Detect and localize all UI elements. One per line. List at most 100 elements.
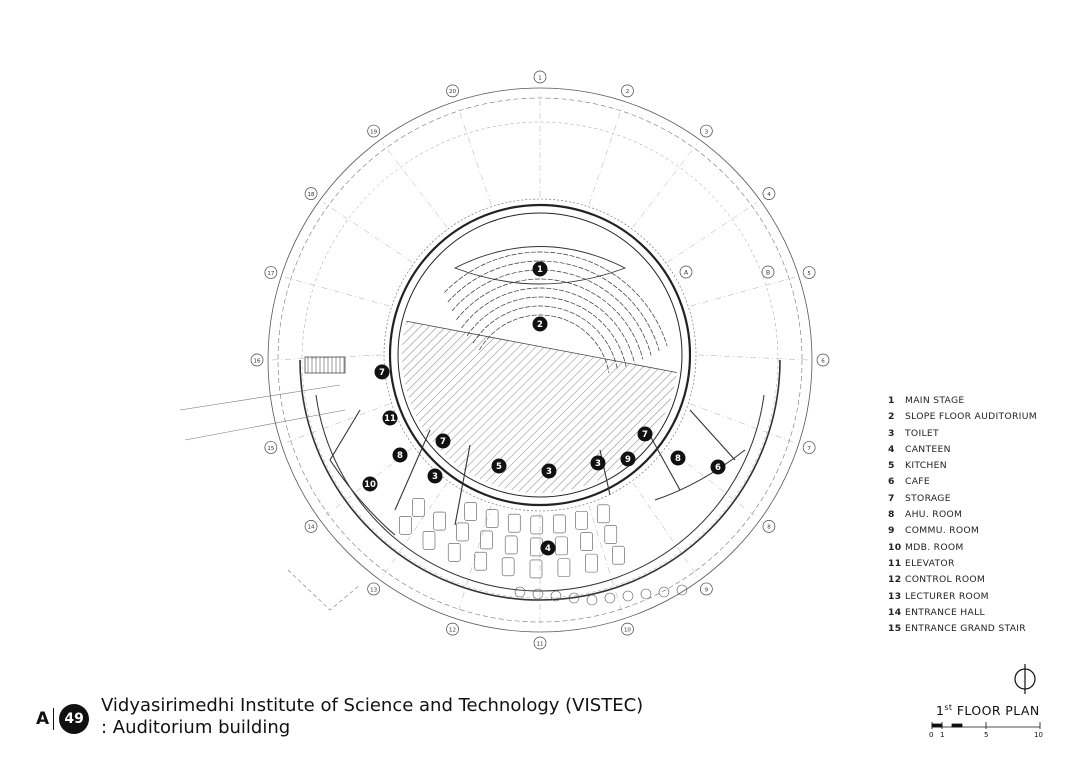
room-marker-number: 3 [595,459,601,469]
canteen-table [504,535,518,555]
grid-marker: 1 [533,70,547,84]
room-marker-number: 8 [397,451,403,461]
canteen-table [464,502,477,521]
cafe-table [622,590,634,602]
legend-number: 8 [888,509,895,521]
radial-grid-line [697,354,809,361]
radial-grid-line [632,482,698,577]
legend-number: 5 [888,460,895,472]
legend-number: 13 [888,590,902,602]
radial-grid-line [690,276,795,307]
room-marker-number: 5 [496,462,502,472]
canteen-table [557,558,571,578]
canteen-table [433,511,446,531]
canteen-table [422,530,436,550]
outer-dashed-ring [277,97,803,623]
grid-marker: 19 [367,124,381,138]
plan-ordinal-suffix: st [944,703,953,712]
canteen-table [604,525,618,544]
room-marker: 3 [590,455,606,471]
auditorium-inner-wall [397,212,683,498]
canteen-table [580,532,593,551]
grid-marker: 10 [621,622,634,636]
room-marker-number: 1 [537,265,543,275]
radial-grid-line [285,276,390,307]
radial-grid-line [667,202,757,263]
seat-row [466,296,627,367]
radial-grid-line [588,505,624,615]
room-marker: 7 [374,364,390,380]
room-marker: 5 [491,458,507,474]
entrance-path [179,384,361,611]
canteen-table [553,514,566,534]
plan-label-text: FLOOR PLAN [956,703,1040,719]
room-marker-number: 9 [625,455,631,465]
grid-marker: B [761,265,775,279]
grid-marker-label: 13 [370,587,377,593]
canteen-table [529,559,543,579]
room-marker-number: 8 [675,454,681,464]
grid-marker-label: 9 [705,587,709,593]
canteen-table [575,510,588,530]
legend-number: 11 [888,557,902,569]
canteen-table [412,498,425,517]
radial-grid-line [456,105,492,205]
grid-marker-label: 4 [767,192,771,198]
sheet-letter: A [36,709,50,729]
grid-marker: 2 [621,84,634,98]
grid-marker: 12 [446,622,459,636]
room-marker: 2 [532,316,548,332]
entrance-stair [304,356,346,374]
drawing-title: Vidyasirimedhi Institute of Science and … [101,695,643,739]
grid-marker-label: 20 [449,89,456,95]
canteen-table [480,530,493,550]
grid-marker-label: 8 [767,525,771,531]
grid-marker-label: 6 [821,358,825,364]
room-marker: 4 [540,540,556,556]
cafe-table [640,588,652,600]
grid-marker-label: 12 [449,627,456,633]
seat-row [461,287,635,364]
room-marker-number: 11 [384,414,396,424]
north-arrow-icon [1014,664,1036,694]
room-marker: 8 [392,447,408,463]
legend-label: SLOPE FLOOR AUDITORIUM [905,411,1037,423]
sheet-tag: A 49 [36,704,90,734]
cafe-table [514,586,526,598]
radial-grid-line [456,505,492,615]
room-marker-number: 7 [379,368,385,378]
room-marker-number: 3 [432,472,438,482]
legend-label: STORAGE [905,492,951,504]
sheet-separator [53,708,55,730]
building-outer-shell [299,359,781,601]
grid-marker: 18 [304,187,318,201]
room-marker-number: 3 [546,467,552,477]
scale-tick-1: 1 [940,731,945,739]
cafe-table [550,590,562,602]
radial-grid-lines [271,92,809,628]
legend-label: TOILET [905,427,939,439]
legend-number: 14 [888,606,902,618]
legend-label: ELEVATOR [905,557,955,569]
room-marker: 9 [620,451,636,467]
cafe-table [658,586,670,598]
scale-bar [931,722,1041,729]
canteen-table [596,504,610,524]
legend-label: COMMU. ROOM [905,525,980,537]
legend-label: ENTRANCE GRAND STAIR [905,623,1026,635]
title-line-1: Vidyasirimedhi Institute of Science and … [101,695,644,716]
grid-marker: 6 [816,353,830,367]
grid-marker: 3 [699,124,713,138]
